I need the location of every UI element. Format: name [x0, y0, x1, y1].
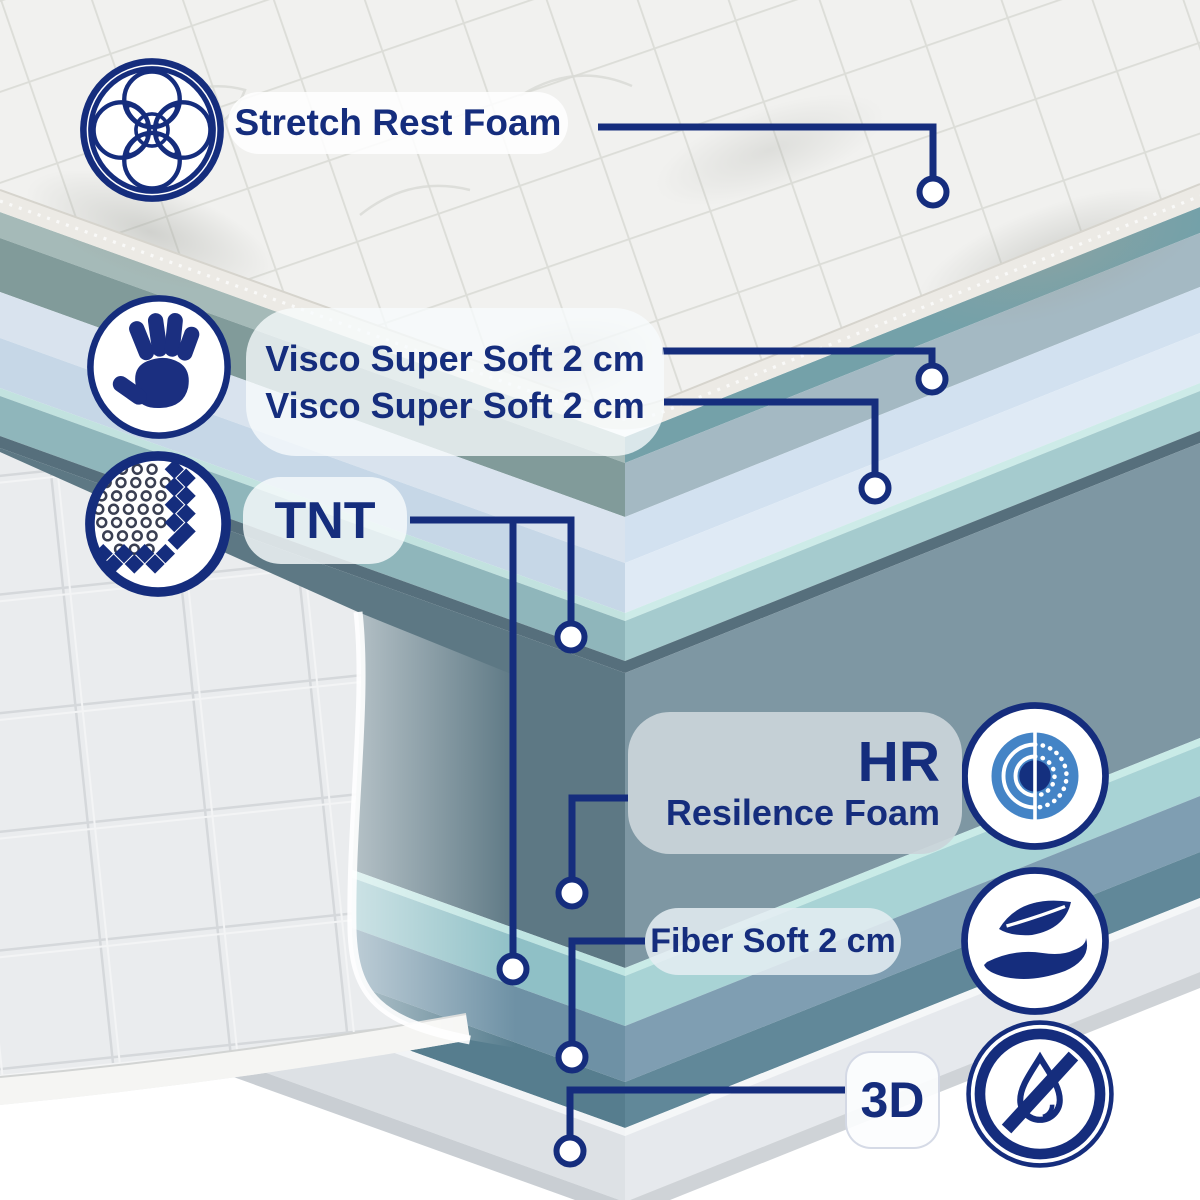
- visco-super-soft-label-group: Visco Super Soft 2 cm Visco Super Soft 2…: [246, 308, 664, 456]
- leaf-in-hand-icon: [960, 866, 1110, 1016]
- mattress-side-flap: [0, 452, 516, 1105]
- interlocking-rings-icon: [79, 57, 225, 203]
- connector-endpoints: [496, 175, 950, 1168]
- tnt-label: TNT: [243, 477, 407, 564]
- fiber-soft-label: Fiber Soft 2 cm: [645, 908, 901, 975]
- hr-label-title: HR: [857, 730, 940, 795]
- resilience-rings-icon: [960, 701, 1110, 851]
- no-moisture-icon: [964, 1018, 1116, 1170]
- nonwoven-dots-icon: [84, 450, 232, 598]
- hr-resilence-foam-label: HR Resilence Foam: [628, 712, 962, 854]
- visco-super-soft-label-1: Visco Super Soft 2 cm: [265, 337, 645, 379]
- hr-label-subtitle: Resilence Foam: [665, 792, 940, 834]
- connector-lines: [410, 123, 937, 1136]
- handprint-icon: [86, 294, 232, 440]
- stretch-rest-foam-label: Stretch Rest Foam: [228, 92, 568, 154]
- 3d-label: 3D: [845, 1051, 940, 1149]
- visco-super-soft-label-2: Visco Super Soft 2 cm: [265, 384, 645, 426]
